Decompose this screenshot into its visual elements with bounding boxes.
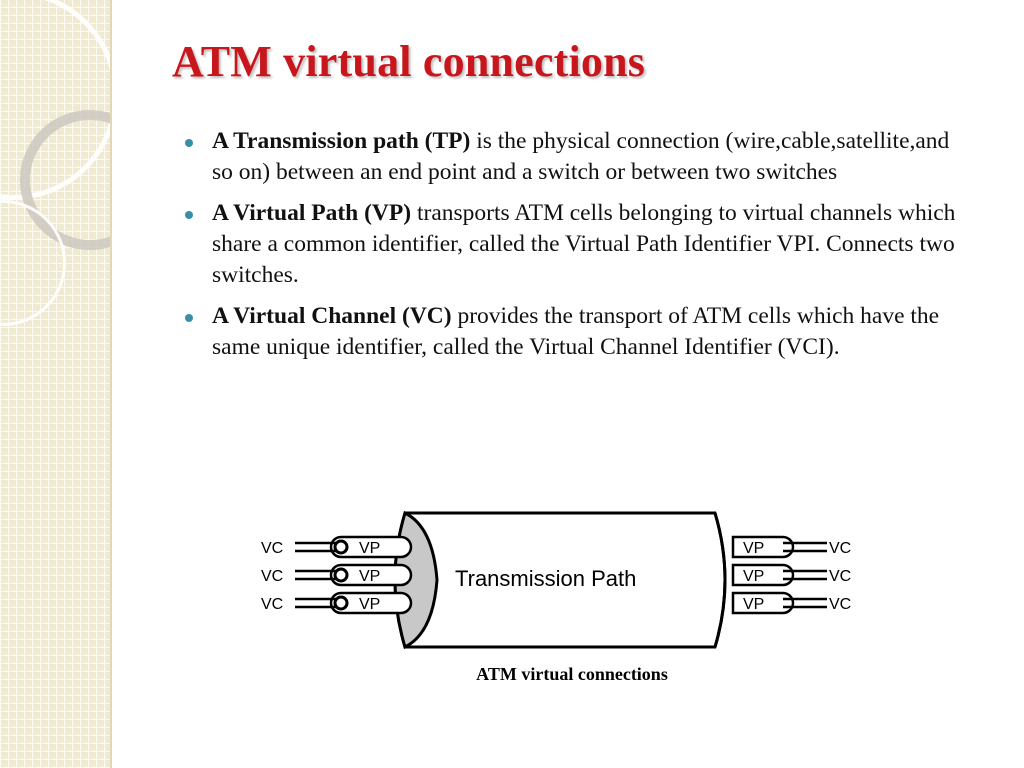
right-vp-row: VP VC — [731, 591, 851, 615]
atm-connection-diagram: Transmission Path VC VP VC VP VC VP VP V… — [261, 510, 851, 650]
left-vp-row: VC VP — [261, 563, 413, 587]
bullet-list: A Transmission path (TP) is the physical… — [182, 126, 972, 373]
bullet-text: transports ATM cells belonging to virtua… — [212, 200, 956, 288]
bullet-dot-icon — [185, 211, 193, 219]
bullet-text: provides the transport of ATM cells whic… — [212, 303, 940, 360]
bullet-dot-icon — [185, 314, 193, 322]
bullet-virtual-channel: A Virtual Channel (VC) provides the tran… — [182, 301, 972, 363]
vp-pipe — [731, 591, 795, 615]
vc-label: VC — [829, 540, 851, 557]
decorative-side-strip — [0, 0, 112, 768]
bullet-term: A Virtual Channel (VC) — [212, 303, 452, 329]
vp-label: VP — [743, 540, 764, 557]
vp-label: VP — [359, 540, 380, 557]
vp-label: VP — [743, 568, 764, 585]
right-vp-row: VP VC — [731, 563, 851, 587]
vp-label: VP — [359, 596, 380, 613]
slide-title: ATM virtual connections — [172, 37, 646, 86]
decorative-ring — [20, 110, 112, 250]
vp-pipe — [731, 563, 795, 587]
bullet-term: A Virtual Path (VP) — [212, 200, 412, 226]
vc-entry-circle — [333, 539, 349, 555]
vc-label: VC — [261, 568, 283, 585]
diagram-caption: ATM virtual connections — [476, 664, 668, 684]
right-vp-row: VP VC — [731, 535, 851, 559]
vp-label: VP — [359, 568, 380, 585]
bullet-transmission-path: A Transmission path (TP) is the physical… — [182, 126, 972, 188]
vc-label: VC — [829, 568, 851, 585]
bullet-term: A Transmission path (TP) — [212, 128, 471, 154]
vc-label: VC — [261, 540, 283, 557]
transmission-path-label: Transmission Path — [455, 566, 636, 591]
bullet-virtual-path: A Virtual Path (VP) transports ATM cells… — [182, 198, 972, 291]
left-vp-row: VC VP — [261, 535, 413, 559]
bullet-dot-icon — [185, 139, 193, 147]
left-vp-row: VC VP — [261, 591, 413, 615]
vc-label: VC — [829, 596, 851, 613]
vc-entry-circle — [333, 595, 349, 611]
vp-label: VP — [743, 596, 764, 613]
vp-pipe — [731, 535, 795, 559]
vc-entry-circle — [333, 567, 349, 583]
tube-end-cap-right — [713, 512, 727, 648]
vc-label: VC — [261, 596, 283, 613]
side-divider — [110, 0, 112, 768]
bullet-text: is the physical connection (wire,cable,s… — [212, 128, 950, 185]
